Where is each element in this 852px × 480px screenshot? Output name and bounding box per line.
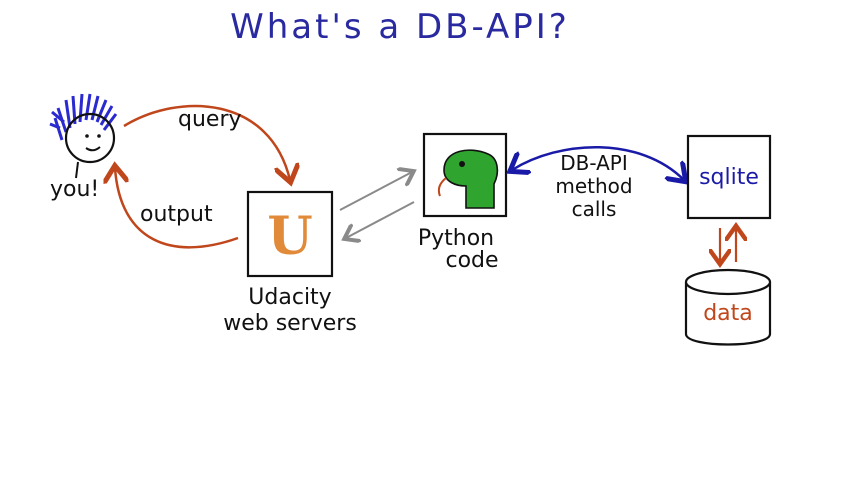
server-label-line2: web servers [223,311,357,336]
user-label: you! [50,177,99,202]
sqlite-box [686,134,772,220]
dbapi-label-line1: DB-API [560,151,628,175]
output-arrow [115,168,239,249]
sqlite-label: sqlite [699,165,759,190]
query-arrow [123,104,290,180]
output-label: output [140,202,213,227]
python-snake-icon [437,149,499,209]
user-avatar [49,93,118,179]
query-label: query [178,107,242,132]
request-arrow [339,172,412,211]
python-label-line1: Python [418,226,494,251]
udacity-logo-icon: U [267,206,312,267]
dbapi-label-line2: method [555,174,632,198]
udacity-server-box [246,190,334,278]
dbapi-arrow [512,145,684,180]
server-label-line1: Udacity [248,285,331,310]
database-cylinder-icon [684,268,772,346]
python-label-line2: code [445,248,498,273]
data-label: data [703,301,753,326]
response-arrow [346,201,415,238]
hair-icon [49,93,118,141]
dbapi-label-line3: calls [572,197,617,221]
page-title: What's a DB-API? [230,7,570,47]
